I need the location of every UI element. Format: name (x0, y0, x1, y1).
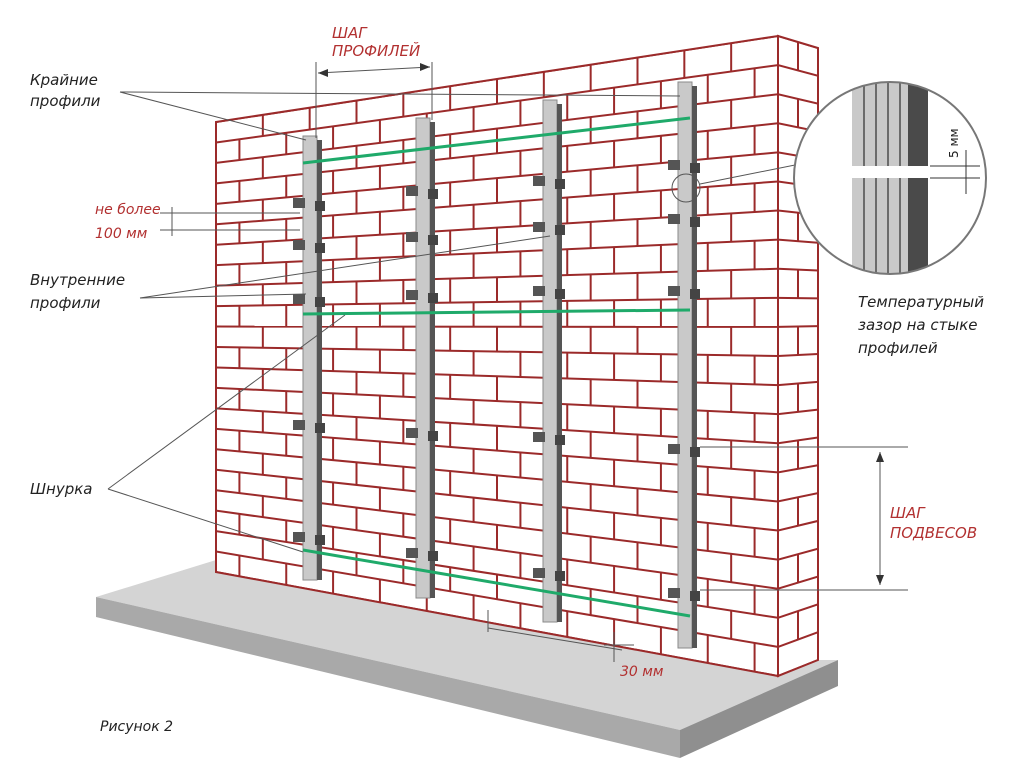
bracket (533, 568, 545, 578)
bracket (668, 286, 680, 296)
temperature-gap-detail (793, 81, 987, 275)
bracket (293, 420, 305, 430)
bracket (315, 535, 325, 545)
bracket (406, 290, 418, 300)
label-30mm: 30 мм (620, 664, 664, 680)
bracket (428, 189, 438, 199)
label-shag-podvesov-1: ШАГ (890, 504, 926, 522)
label-ne-bolee: не более (95, 202, 161, 218)
bracket (668, 588, 680, 598)
bracket (315, 297, 325, 307)
floor-slab-front (96, 597, 680, 758)
bracket (315, 201, 325, 211)
floor-slab-side (680, 660, 838, 758)
bracket (406, 548, 418, 558)
label-shag-profiley-2: ПРОФИЛЕЙ (332, 41, 420, 60)
label-vnutr-2: профили (30, 294, 101, 312)
cord-middle (302, 308, 691, 316)
label-temp-1: Температурный (858, 293, 984, 311)
bracket (555, 179, 565, 189)
bracket (428, 235, 438, 245)
figure-caption: Рисунок 2 (100, 719, 173, 735)
bracket (406, 186, 418, 196)
bracket (293, 240, 305, 250)
floor-slab-top (96, 560, 838, 730)
label-krainie-2: профили (30, 92, 101, 110)
bracket (293, 294, 305, 304)
bracket (428, 551, 438, 561)
cord-bottom (302, 548, 691, 618)
label-vnutr-1: Внутренние (30, 271, 125, 289)
bracket (315, 243, 325, 253)
profile-2 (406, 117, 438, 599)
bracket (668, 214, 680, 224)
label-temp-2: зазор на стыке (858, 316, 978, 334)
bracket (690, 163, 700, 173)
bracket (533, 286, 545, 296)
label-shag-profiley-1: ШАГ (332, 24, 368, 42)
cord-top (302, 116, 691, 165)
bracket (555, 435, 565, 445)
bracket (533, 222, 545, 232)
bracket (668, 160, 680, 170)
label-5mm: 5 мм (947, 128, 961, 158)
label-krainie-1: Крайние (30, 71, 98, 89)
bracket (406, 232, 418, 242)
bracket (293, 198, 305, 208)
profile-4 (668, 81, 700, 649)
bracket (533, 432, 545, 442)
bracket (555, 571, 565, 581)
bracket (690, 289, 700, 299)
bracket (555, 225, 565, 235)
arrowheads (318, 63, 884, 585)
bracket (428, 431, 438, 441)
profiles-group (293, 81, 700, 649)
bracket (428, 293, 438, 303)
profile-3 (533, 99, 565, 623)
label-shnurka: Шнурка (30, 480, 93, 498)
bracket (690, 217, 700, 227)
bracket (668, 444, 680, 454)
bracket (690, 591, 700, 601)
label-shag-podvesov-2: ПОДВЕСОВ (890, 524, 977, 542)
bracket (555, 289, 565, 299)
label-100mm: 100 мм (95, 226, 148, 242)
bracket (406, 428, 418, 438)
cords (302, 116, 691, 618)
bracket (315, 423, 325, 433)
label-temp-3: профилей (858, 339, 938, 357)
leader-lines (107, 62, 908, 662)
bracket (293, 532, 305, 542)
bracket (533, 176, 545, 186)
bracket (690, 447, 700, 457)
profile-1 (293, 135, 325, 581)
